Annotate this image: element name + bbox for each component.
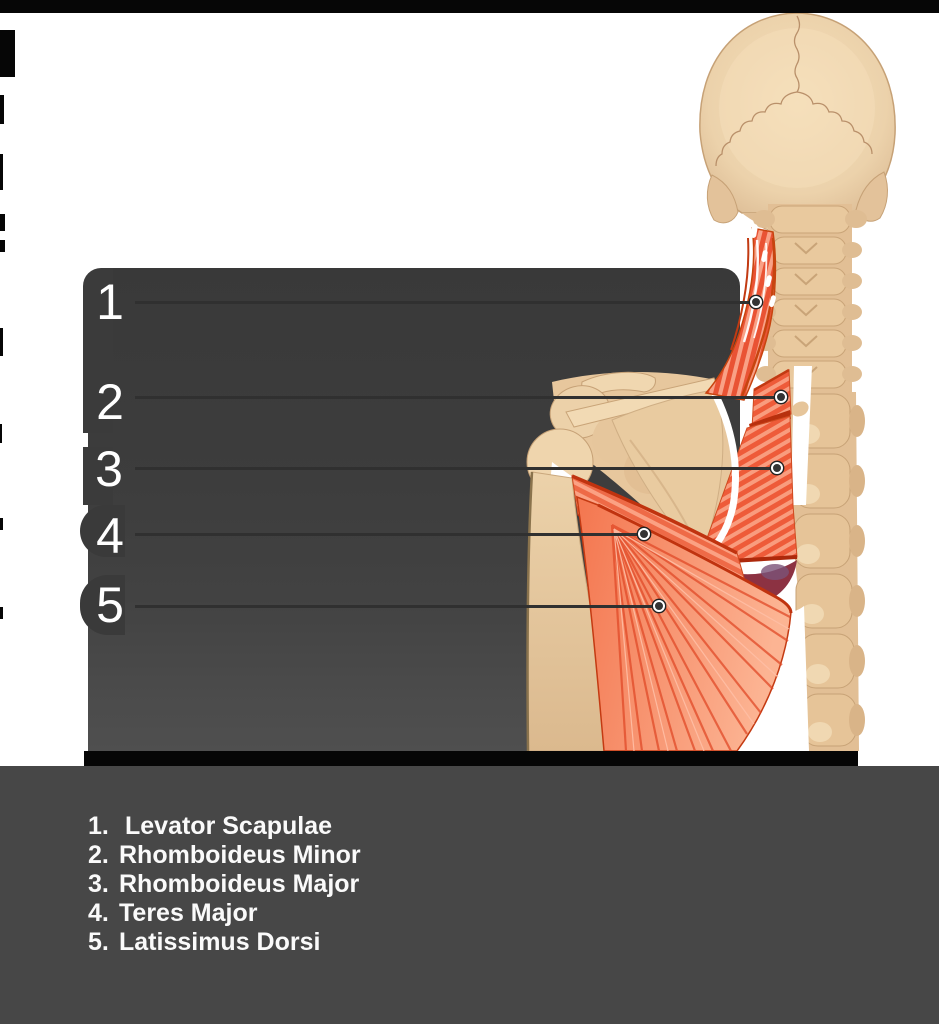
mask-panel-edge-1 bbox=[83, 268, 113, 433]
lambdoid-suture-left bbox=[715, 91, 798, 167]
thoracic-spine bbox=[788, 392, 865, 751]
answer-number: 1. bbox=[88, 812, 109, 840]
edge-mark bbox=[0, 328, 3, 356]
corner-mark bbox=[0, 30, 15, 77]
top-border bbox=[0, 0, 939, 13]
answer-item-1: 1. Levator Scapulae bbox=[88, 812, 939, 841]
answer-number: 4. bbox=[88, 899, 109, 927]
mastoid-right bbox=[855, 171, 888, 222]
edge-mark bbox=[0, 424, 2, 443]
leader-dot-2[interactable] bbox=[775, 391, 787, 403]
label-chip-number-2[interactable]: 2 bbox=[96, 374, 124, 430]
edge-mark bbox=[0, 240, 5, 252]
answer-name: Rhomboideus Major bbox=[119, 870, 360, 898]
leader-dot-1[interactable] bbox=[750, 296, 762, 308]
leader-line-2 bbox=[135, 396, 782, 400]
answer-list: 1. Levator Scapulae 2. Rhomboideus Minor… bbox=[88, 812, 939, 957]
leader-line-3 bbox=[135, 467, 778, 471]
answer-item-4: 4. Teres Major bbox=[88, 899, 939, 928]
leader-line-1 bbox=[135, 301, 757, 305]
label-chip-number-4[interactable]: 4 bbox=[96, 508, 124, 564]
mask-panel-edge-3 bbox=[83, 447, 113, 505]
answer-number: 3. bbox=[88, 870, 109, 898]
leader-dot-4[interactable] bbox=[638, 528, 650, 540]
label-chip-5[interactable] bbox=[80, 575, 125, 635]
answer-name: Rhomboideus Minor bbox=[119, 841, 361, 869]
label-chip-number-3[interactable]: 3 bbox=[95, 441, 123, 497]
answer-name: Teres Major bbox=[119, 899, 258, 927]
leader-dot-3[interactable] bbox=[771, 462, 783, 474]
answer-name: Latissimus Dorsi bbox=[119, 928, 321, 956]
answer-item-3: 3. Rhomboideus Major bbox=[88, 870, 939, 899]
mastoid-left bbox=[706, 174, 739, 224]
leader-line-4 bbox=[135, 533, 645, 537]
label-chip-4[interactable] bbox=[80, 505, 125, 557]
answer-item-2: 2. Rhomboideus Minor bbox=[88, 841, 939, 870]
skull bbox=[699, 12, 896, 235]
cervical-spine bbox=[753, 204, 867, 394]
answer-item-5: 5. Latissimus Dorsi bbox=[88, 928, 939, 957]
sagittal-suture bbox=[793, 15, 801, 93]
edge-mark bbox=[0, 154, 3, 190]
answer-panel: 1. Levator Scapulae 2. Rhomboideus Minor… bbox=[0, 766, 939, 1024]
mask-panel bbox=[88, 268, 740, 751]
edge-mark bbox=[0, 518, 3, 530]
leader-line-5 bbox=[135, 605, 660, 609]
figure-baseline-bar bbox=[84, 751, 858, 766]
lambdoid-suture-right bbox=[796, 91, 873, 155]
answer-name: Levator Scapulae bbox=[125, 812, 333, 840]
edge-mark bbox=[0, 95, 4, 124]
answer-number: 2. bbox=[88, 841, 109, 869]
label-chip-number-5[interactable]: 5 bbox=[96, 577, 124, 633]
label-chip-number-1[interactable]: 1 bbox=[96, 274, 124, 330]
answer-number: 5. bbox=[88, 928, 109, 956]
edge-mark bbox=[0, 607, 3, 619]
leader-dot-5[interactable] bbox=[653, 600, 665, 612]
edge-mark bbox=[0, 214, 5, 231]
